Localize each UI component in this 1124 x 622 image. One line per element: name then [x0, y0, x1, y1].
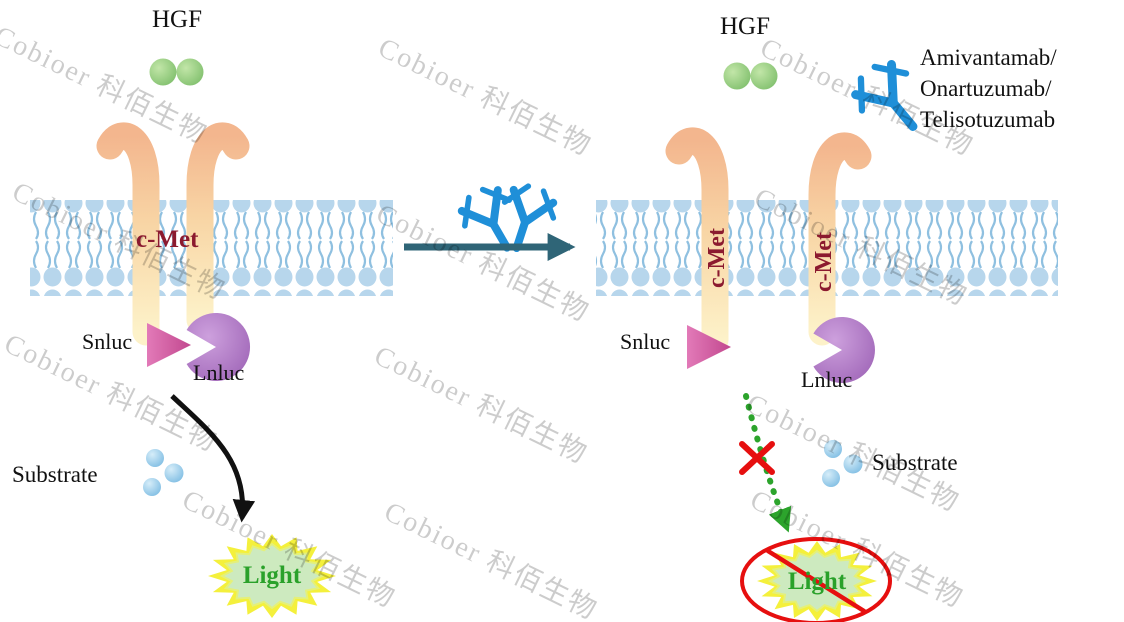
- prohibition-circle: [740, 537, 892, 622]
- lnluc-fragment-pacman: [813, 317, 875, 384]
- hgf-label-left: HGF: [152, 6, 203, 33]
- hgf-label-right: HGF: [720, 13, 771, 40]
- substrate-dot: [146, 449, 164, 467]
- cmet-label-right-1: c-Met: [704, 228, 730, 288]
- hgf-ligand-ball: [723, 62, 751, 90]
- cmet-receptor-chain-right: [808, 132, 872, 346]
- light-burst-inner: [219, 542, 325, 610]
- lnluc-label-right: Lnluc: [801, 367, 853, 392]
- cmet-receptor-chain-right: [186, 122, 250, 334]
- cmet-receptor-chain-left: [665, 127, 729, 354]
- substrate-dot: [164, 463, 184, 483]
- snluc-fragment-triangle: [687, 325, 731, 369]
- light-label-right: Light: [787, 568, 847, 595]
- cmet-label-right-2: c-Met: [811, 232, 837, 292]
- reaction-arrow: [170, 394, 256, 523]
- lnluc-fragment-pacman: [186, 313, 251, 382]
- hgf-ligand-ball: [176, 58, 204, 86]
- substrate-dot: [822, 469, 840, 487]
- lnluc-label-left: Lnluc: [193, 360, 245, 385]
- antibody-name-line: Amivantamab/: [920, 45, 1057, 70]
- hgf-ligand-ball: [750, 62, 778, 90]
- snluc-label-left: Snluc: [82, 329, 133, 354]
- hgf-ligand-ball: [149, 58, 177, 86]
- cmet-receptor-chain-left: [96, 122, 160, 346]
- antibody-name-line: Telisotuzumab: [920, 107, 1056, 132]
- antibody-names-label: Amivantamab/ Onartuzumab/ Telisotuzumab: [920, 42, 1057, 135]
- snluc-label-right: Snluc: [620, 329, 671, 354]
- substrate-dot: [824, 440, 842, 458]
- snluc-fragment-triangle: [147, 323, 191, 367]
- cmet-label-left: c-Met: [136, 226, 199, 253]
- substrate-dot: [843, 454, 863, 474]
- light-label-left: Light: [242, 562, 302, 589]
- prohibition-slash: [765, 548, 867, 614]
- substrate-dot: [143, 478, 161, 496]
- substrate-label-left: Substrate: [12, 462, 98, 487]
- substrate-label-right: Substrate: [872, 450, 958, 475]
- antibody-name-line: Onartuzumab/: [920, 76, 1052, 101]
- blocked-x-icon: [739, 441, 775, 475]
